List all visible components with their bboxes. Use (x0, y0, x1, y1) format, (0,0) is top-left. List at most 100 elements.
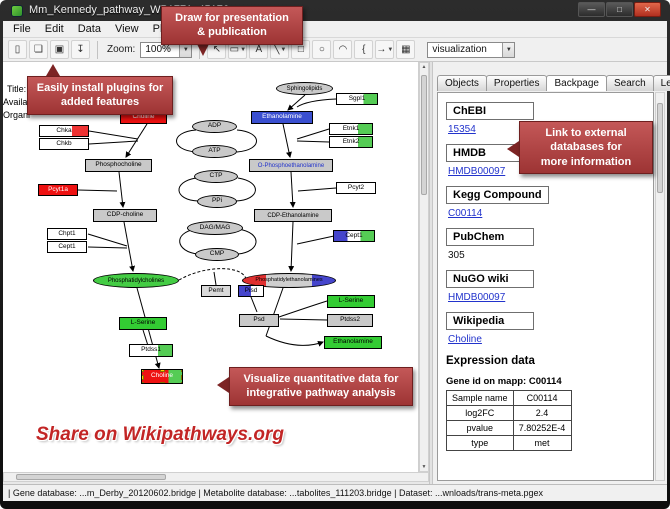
pathway-node[interactable]: Cept1 (47, 241, 87, 253)
table-cell: type (446, 435, 514, 451)
pathway-node[interactable]: Chpt1 (47, 228, 87, 240)
save-button[interactable]: ▣ (50, 40, 69, 59)
chevron-down-icon[interactable]: ▼ (179, 42, 192, 57)
pathway-node[interactable]: CTP (194, 170, 238, 183)
selection-handle[interactable] (181, 374, 182, 380)
app-logo-icon (11, 5, 23, 17)
pathway-node[interactable]: Sphingolipids (276, 82, 333, 95)
pathway-node[interactable]: Pemt (201, 285, 231, 297)
selection-handle[interactable] (142, 370, 144, 372)
scrollbar-thumb[interactable] (16, 474, 166, 480)
pathway-node[interactable]: Pcyt1a (38, 184, 78, 196)
pathway-node[interactable]: O-Phosphoethanolamine (249, 159, 333, 172)
pathway-node[interactable]: PPi (197, 195, 237, 208)
scrollbar-thumb[interactable] (421, 75, 427, 195)
arrow-tool[interactable]: →▼ (375, 40, 395, 59)
pathway-node[interactable]: Ethanolamine (251, 111, 313, 124)
visualization-select[interactable]: visualization ▼ (427, 41, 516, 58)
selection-handle[interactable] (160, 370, 165, 372)
pathway-node[interactable]: Psd (239, 314, 279, 327)
pathway-node[interactable]: Ptdss2 (327, 314, 373, 327)
chevron-down-icon: ▼ (280, 46, 287, 53)
pathway-node[interactable]: Pisd (238, 285, 264, 297)
table-cell: log2FC (446, 405, 514, 421)
pathway-node[interactable]: Ptdss1 (129, 344, 173, 357)
pathway-node[interactable]: Ethanolamine (324, 336, 382, 349)
nugo-wiki-value: HMDB00097 (448, 292, 645, 303)
pathway-node[interactable]: Etnk2 (329, 136, 373, 148)
pathway-node[interactable]: Etnk1 (329, 123, 373, 135)
brace-tool[interactable]: { (354, 40, 374, 59)
pathway-node[interactable]: CDP-Ethanolamine (254, 209, 332, 222)
pathway-node[interactable]: CDP-choline (93, 209, 157, 222)
panel-splitter[interactable] (429, 62, 433, 484)
chevron-down-icon[interactable]: ▼ (502, 42, 515, 57)
pathway-node[interactable]: Phosphatidylethanolamines (242, 273, 336, 288)
chebi-header: ChEBI (446, 102, 534, 120)
pathway-node[interactable]: Choline (141, 369, 183, 384)
menu-edit[interactable]: Edit (44, 23, 64, 35)
tab-search[interactable]: Search (605, 75, 654, 91)
pathway-node[interactable]: Sgpl1 (336, 93, 378, 105)
open-button[interactable]: ❏ (29, 40, 48, 59)
callout-databases: Link to external databases for more info… (519, 121, 653, 174)
wikipedia-link[interactable]: Choline (448, 334, 482, 345)
pathway-node[interactable]: Pcyt2 (336, 182, 376, 194)
selection-handle[interactable] (160, 382, 165, 383)
pathway-node[interactable]: Chkb (39, 138, 89, 150)
zoom-select[interactable]: 100% ▼ (140, 41, 193, 58)
kegg-compound-header: Kegg Compound (446, 186, 549, 204)
pathway-node[interactable]: L-Serine (327, 295, 375, 308)
tab-legend[interactable]: Legend (652, 75, 670, 91)
share-text: Share on Wikipathways.org (36, 424, 284, 445)
selection-handle[interactable] (142, 382, 144, 383)
panel-scrollbar[interactable] (655, 92, 665, 481)
pathway-node[interactable]: Cept1 (333, 230, 375, 242)
title-bar[interactable]: Mm_Kennedy_pathway_WP1771_45176.gp... — … (3, 0, 667, 21)
pathway-node[interactable]: ATP (192, 145, 237, 158)
callout-arrow-icon (46, 64, 60, 76)
menu-data[interactable]: Data (77, 23, 101, 35)
menu-file[interactable]: File (13, 23, 31, 35)
pathway-node[interactable]: Phosphatidylcholines (93, 273, 179, 288)
scrollbar-thumb[interactable] (657, 103, 663, 193)
label-tool[interactable]: A (249, 40, 269, 59)
close-button[interactable]: ✕ (634, 2, 661, 17)
callout-arrow-icon (507, 141, 519, 157)
hmdb-link[interactable]: HMDB00097 (448, 166, 506, 177)
selection-handle[interactable] (142, 374, 144, 380)
chebi-link[interactable]: 15354 (448, 124, 476, 135)
template-tool[interactable]: ▦ (396, 40, 416, 59)
scroll-up-icon[interactable]: ▲ (421, 64, 427, 70)
tab-properties[interactable]: Properties (485, 75, 548, 91)
zoom-label: Zoom: (107, 44, 136, 55)
tab-objects[interactable]: Objects (437, 75, 487, 91)
pathway-node[interactable]: L-Serine (119, 317, 167, 330)
nugo-wiki-link[interactable]: HMDB00097 (448, 292, 506, 303)
arc-tool[interactable]: ◠ (333, 40, 353, 59)
canvas-info-label: Title: (7, 84, 27, 94)
gene-id-label: Gene id on mapp: C00114 (446, 376, 562, 387)
menu-view[interactable]: View (114, 23, 139, 35)
pathway-node[interactable]: Chka (39, 125, 89, 137)
table-cell: C00114 (512, 390, 572, 406)
canvas-vertical-scrollbar[interactable]: ▲ ▼ (419, 62, 429, 472)
nugo-wiki-header: NuGO wiki (446, 270, 534, 288)
pathway-node[interactable]: ADP (192, 120, 237, 133)
ellipse-tool[interactable]: ○ (312, 40, 332, 59)
canvas-horizontal-scrollbar[interactable] (3, 472, 429, 482)
pathway-node[interactable]: Phosphocholine (85, 159, 152, 172)
tab-backpage[interactable]: Backpage (546, 75, 607, 91)
pathway-node[interactable]: DAG/MAG (187, 221, 243, 235)
maximize-button[interactable]: □ (606, 2, 633, 17)
selection-handle[interactable] (181, 382, 182, 383)
kegg-compound-link[interactable]: C00114 (448, 208, 483, 219)
scroll-down-icon[interactable]: ▼ (421, 464, 427, 470)
new-file-button[interactable]: ▯ (8, 40, 27, 59)
selection-handle[interactable] (181, 370, 182, 372)
minimize-button[interactable]: — (578, 2, 605, 17)
pathway-node[interactable]: CMP (195, 248, 239, 261)
export-button[interactable]: ↧ (71, 40, 90, 59)
